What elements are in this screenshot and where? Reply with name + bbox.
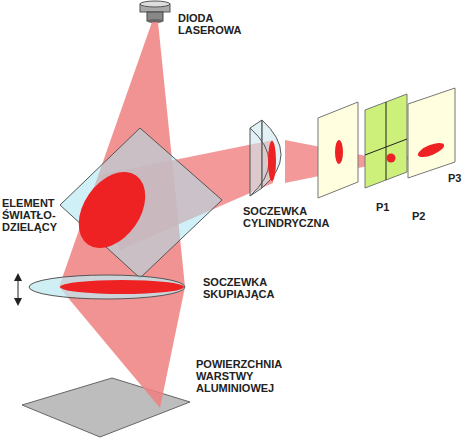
screen-p3 xyxy=(408,88,455,178)
part-label: SOCZEWKA CYLINDRYCZNA xyxy=(243,205,343,229)
screen-p1 xyxy=(318,102,358,198)
crosshair xyxy=(386,102,387,180)
part-label: ELEMENT ŚWIATŁO- DZIELĄCY xyxy=(2,197,58,233)
aluminium-surface xyxy=(22,378,190,437)
part-label: P1 xyxy=(376,201,396,213)
part-label: DIODA LASEROWA xyxy=(178,12,248,36)
part-label: POWIERZCHNIA WARSTWY ALUMINIOWEJ xyxy=(196,358,306,394)
screen-p2 xyxy=(365,94,407,188)
crosshair xyxy=(365,139,407,155)
spot-p1 xyxy=(335,140,343,164)
movement-arrow xyxy=(14,273,22,306)
spot-p2 xyxy=(387,154,396,163)
part-label: P2 xyxy=(412,210,432,222)
beam-spot xyxy=(65,160,159,261)
part-label: P3 xyxy=(448,172,468,184)
beam-splitter xyxy=(60,128,222,278)
lens-spot xyxy=(60,280,184,294)
focusing-lens xyxy=(29,275,185,299)
cylindrical-lens xyxy=(250,120,281,196)
laser-diode xyxy=(140,1,170,23)
focused-beam xyxy=(59,287,185,408)
spot-p3 xyxy=(416,140,446,160)
part-label: SOCZEWKA SKUPIAJĄCA xyxy=(203,276,303,300)
